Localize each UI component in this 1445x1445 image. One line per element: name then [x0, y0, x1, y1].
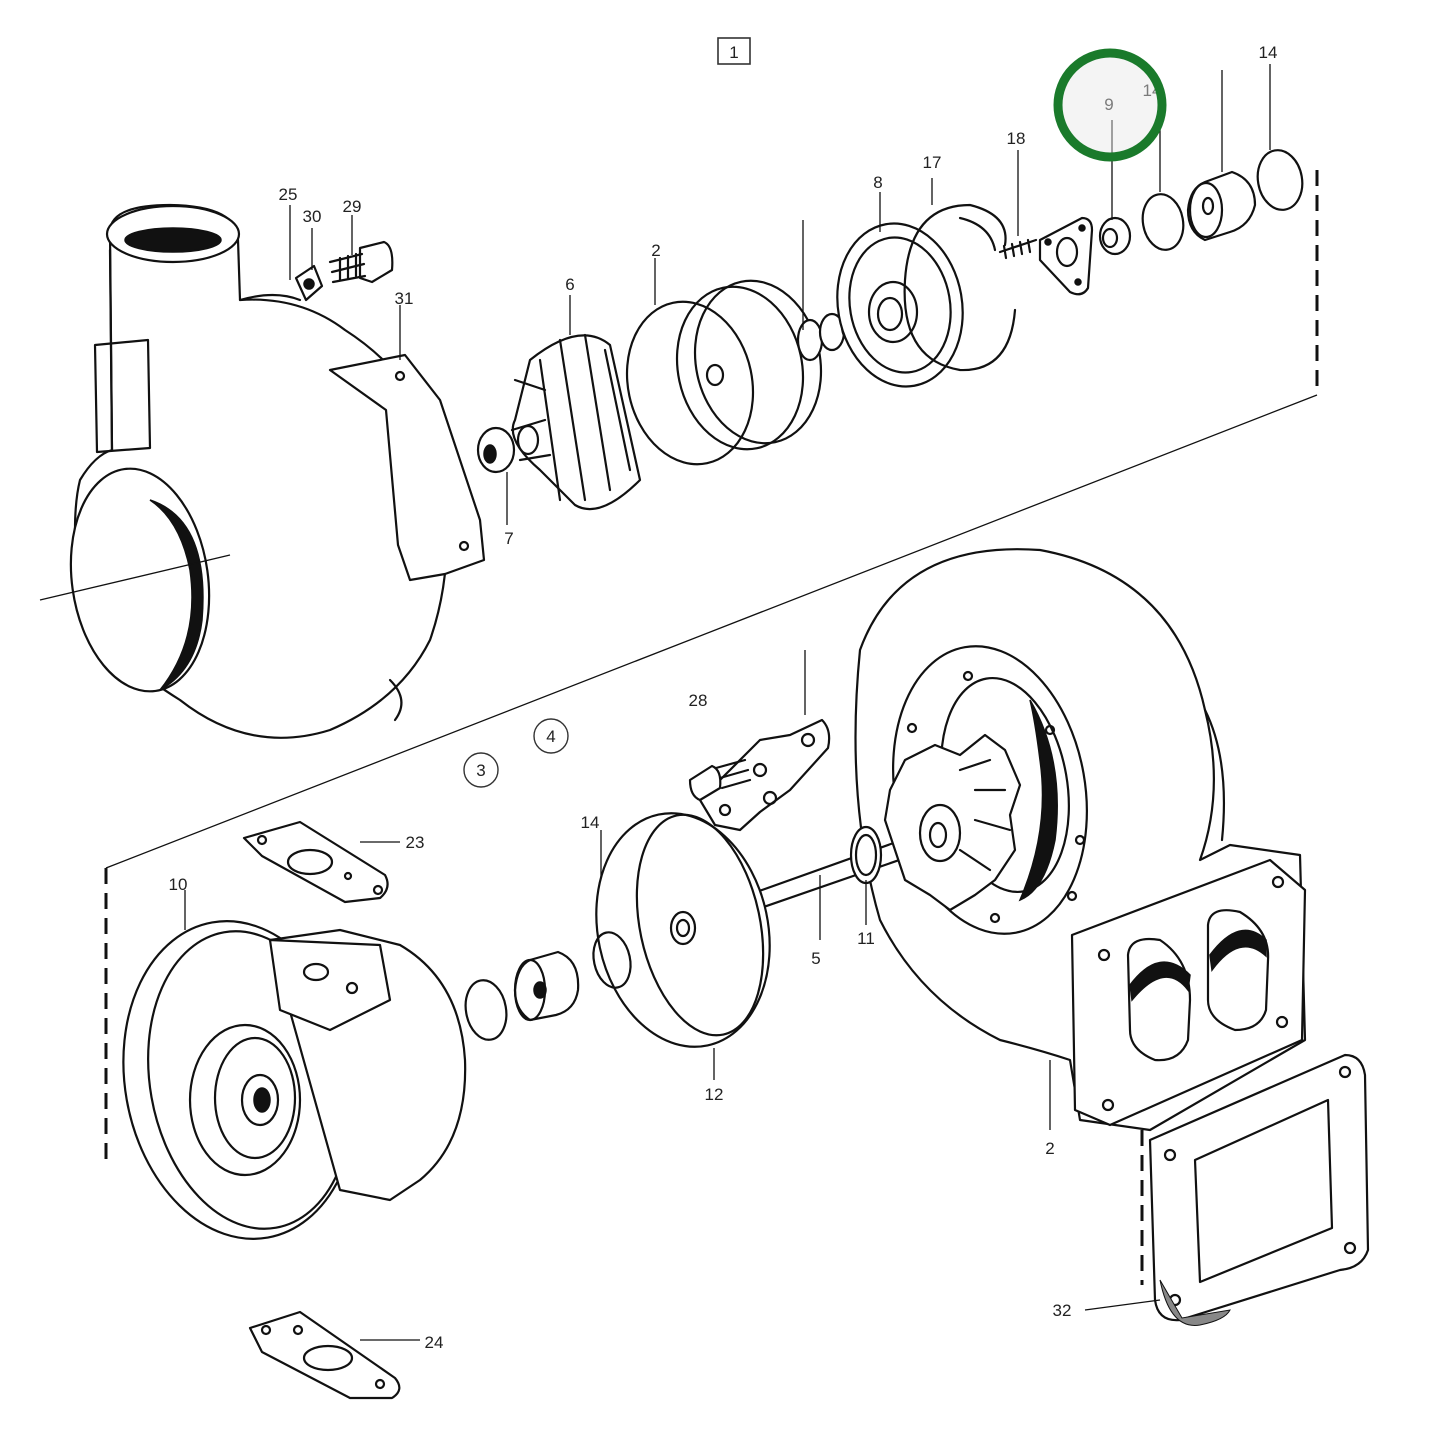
highlight-circle — [1053, 48, 1167, 162]
callout-labels: 25 30 29 31 6 2 7 8 17 18 9 14 14 23 10 … — [169, 43, 1278, 1352]
thrust-plate — [1038, 216, 1094, 296]
bolt-29 — [328, 240, 394, 284]
callout-31: 31 — [395, 289, 414, 308]
callout-2-upper: 2 — [651, 241, 660, 260]
nut-7 — [476, 426, 516, 474]
bearing-housing-10 — [122, 920, 467, 1240]
callout-5: 5 — [811, 949, 820, 968]
callout-23: 23 — [406, 833, 425, 852]
journal-bearing-lower — [513, 950, 580, 1022]
callout-7: 7 — [504, 529, 513, 548]
clamp-28 — [688, 650, 831, 832]
callout-11: 11 — [857, 929, 875, 948]
compressor-wheel-6 — [510, 333, 642, 511]
callout-18: 18 — [1007, 129, 1026, 148]
view-label-1: 1 — [729, 43, 738, 62]
callout-30: 30 — [303, 207, 322, 226]
gasket-23 — [242, 820, 400, 904]
snap-ring-14-outer — [1256, 64, 1304, 211]
exhaust-gasket-32 — [1084, 1053, 1370, 1326]
callout-6: 6 — [565, 275, 574, 294]
callout-25: 25 — [279, 185, 298, 204]
view-ref-4-text: 4 — [546, 727, 555, 746]
turbine-wheel-shaft-5 — [718, 733, 1022, 922]
snap-ring-17 — [903, 203, 1017, 372]
callout-28: 28 — [689, 691, 708, 710]
view-ref-4: 4 — [533, 718, 569, 754]
callout-9: 9 — [1104, 95, 1113, 114]
bearing-housing-ring-2 — [625, 279, 823, 466]
callout-24: 24 — [425, 1333, 444, 1352]
view-label-box: 1 — [717, 37, 751, 65]
callout-8: 8 — [873, 173, 882, 192]
washer-30 — [294, 264, 324, 302]
callout-12: 12 — [705, 1085, 724, 1104]
callout-10: 10 — [169, 875, 188, 894]
seal-plate-8 — [836, 222, 964, 388]
section-boundary-lines — [104, 170, 1319, 1285]
journal-bearing — [1186, 70, 1257, 242]
bush-9 — [1098, 120, 1132, 256]
leader-lines — [184, 178, 1051, 1130]
snap-ring-small — [592, 931, 632, 989]
callout-32: 32 — [1053, 1301, 1072, 1320]
callout-17: 17 — [923, 153, 942, 172]
gasket-24 — [248, 1310, 420, 1400]
screw-18 — [998, 150, 1038, 260]
compressor-housing — [39, 203, 486, 739]
snap-ring-lower — [464, 979, 508, 1041]
callout-14-c: 14 — [581, 813, 600, 832]
view-ref-3-text: 3 — [476, 761, 485, 780]
callout-29: 29 — [343, 197, 362, 216]
callout-2-lower: 2 — [1045, 1139, 1054, 1158]
heat-shield-12 — [595, 812, 771, 1080]
view-ref-3: 3 — [463, 752, 499, 788]
callout-14-b: 14 — [1259, 43, 1278, 62]
